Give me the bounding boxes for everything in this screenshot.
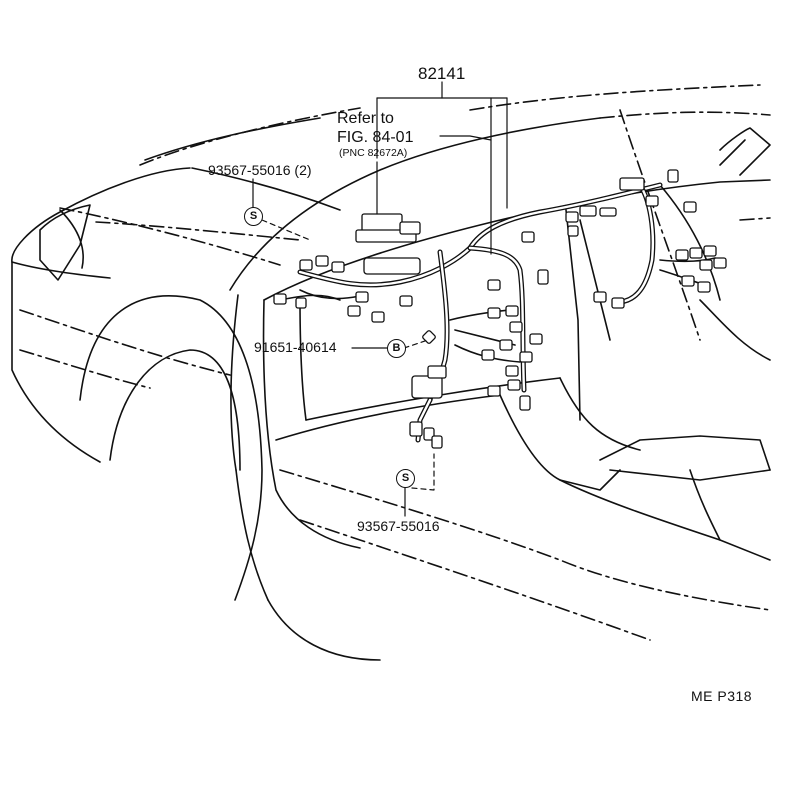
refer-to-label: Refer to	[337, 110, 394, 127]
screw-upper-part-number: 93567-55016 (2)	[208, 162, 312, 178]
bolt-part-number: 91651-40614	[254, 339, 337, 355]
leader-lines	[252, 81, 508, 517]
bolt-symbol-icon: B	[387, 339, 406, 358]
car-body-outline	[11, 84, 771, 661]
harness-connectors	[273, 169, 727, 449]
pnc-reference: (PNC 82672A)	[339, 147, 408, 159]
page-code: ME P318	[691, 688, 753, 704]
screw-symbol-icon: S	[244, 207, 263, 226]
figure-reference: FIG. 84-01	[337, 129, 414, 146]
screw-symbol-icon: S	[396, 469, 415, 488]
screw-lower-part-number: 93567-55016	[357, 518, 440, 534]
harness-part-number: 82141	[418, 64, 466, 83]
